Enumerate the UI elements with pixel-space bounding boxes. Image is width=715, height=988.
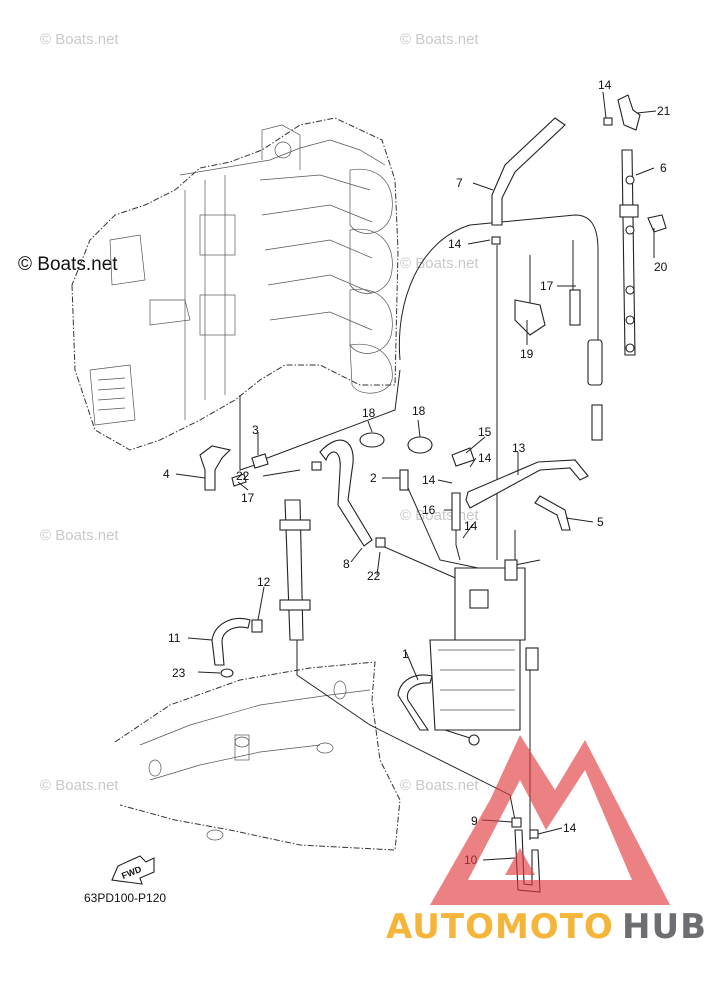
- callout-15: 15: [478, 425, 492, 439]
- callout-leaders: [175, 91, 657, 861]
- bracket-19: [514, 299, 546, 336]
- cap-22: [375, 537, 386, 548]
- watermark-text: © Boats.net: [400, 31, 479, 48]
- hose-16: [451, 492, 461, 531]
- cap-14: [529, 829, 539, 839]
- callout-16: 16: [422, 503, 436, 517]
- clamp-18: [359, 432, 385, 448]
- callout-11: 11: [168, 631, 181, 645]
- callout-6: 6: [660, 161, 667, 175]
- lower-casing: [114, 661, 401, 851]
- callout-numbers: 14 21 6 7 14 20 17 19 18 18 3 15 13 14 4…: [163, 78, 671, 867]
- callout-18: 18: [412, 404, 426, 418]
- callout-21: 21: [657, 104, 671, 118]
- callout-23: 23: [172, 666, 186, 680]
- cap-9: [511, 817, 522, 828]
- watermark-text: © Boats.net: [400, 777, 479, 794]
- callout-3: 3: [252, 423, 259, 437]
- callout-9: 9: [471, 814, 478, 828]
- callout-14: 14: [464, 519, 478, 533]
- hose-7: [491, 117, 566, 226]
- fuel-rail-6: [619, 149, 639, 356]
- callout-13: 13: [512, 441, 526, 455]
- hose-4: [199, 445, 232, 491]
- diagram-code: 63PD100-P120: [84, 891, 166, 905]
- callout-17: 17: [540, 279, 554, 293]
- clip-23: [220, 668, 234, 678]
- callout-14: 14: [422, 473, 436, 487]
- callout-14: 14: [598, 78, 612, 92]
- callout-19: 19: [520, 347, 534, 361]
- screw-17: [231, 473, 247, 487]
- cap-14: [491, 236, 501, 245]
- hose-11: [211, 617, 251, 666]
- fitting-10a: [525, 647, 539, 671]
- callout-14: 14: [448, 237, 462, 251]
- bracket-12: [251, 499, 311, 641]
- cap-14: [603, 117, 613, 126]
- callout-14: 14: [478, 451, 492, 465]
- watermark-large: © Boats.net: [18, 254, 118, 275]
- brand-wordmark: AUTOMOTO HUB: [386, 907, 707, 947]
- watermark-text: © Boats.net: [40, 527, 119, 544]
- cap-22: [311, 461, 322, 471]
- watermark-text: © Boats.net: [40, 777, 119, 794]
- callout-17: 17: [241, 491, 255, 505]
- callout-20: 20: [654, 260, 668, 274]
- callout-22: 22: [367, 569, 381, 583]
- watermark-layer: © Boats.net © Boats.net © Boats.net © Bo…: [18, 31, 479, 794]
- callout-14: 14: [563, 821, 577, 835]
- callout-2: 2: [370, 471, 377, 485]
- callout-4: 4: [163, 467, 170, 481]
- fwd-arrow: FWD: [111, 855, 155, 885]
- callout-5: 5: [597, 515, 604, 529]
- fitting-21: [617, 94, 641, 131]
- hose-1: [397, 674, 433, 731]
- clip-20: [647, 214, 667, 233]
- callout-8: 8: [343, 557, 350, 571]
- watermark-text: © Boats.net: [400, 255, 479, 272]
- tube-3: [251, 453, 269, 469]
- callout-12: 12: [257, 575, 271, 589]
- watermark-text: © Boats.net: [40, 31, 119, 48]
- callout-1: 1: [402, 647, 409, 661]
- brand-part2: HUB: [622, 907, 707, 947]
- brand-part1: AUTOMOTO: [386, 907, 614, 947]
- vapor-separator: [429, 559, 526, 746]
- clamp-18: [407, 436, 433, 454]
- engine-block: [71, 117, 399, 451]
- callout-7: 7: [456, 176, 463, 190]
- tube-2: [399, 469, 409, 491]
- hose-8: [319, 439, 373, 547]
- hose-5: [534, 495, 571, 531]
- fuel-filter: [569, 289, 603, 441]
- callout-18: 18: [362, 406, 376, 420]
- hose-13: [465, 459, 589, 509]
- callout-22: 22: [236, 469, 250, 483]
- brand-logo: [430, 735, 670, 905]
- fitting-15: [451, 447, 475, 467]
